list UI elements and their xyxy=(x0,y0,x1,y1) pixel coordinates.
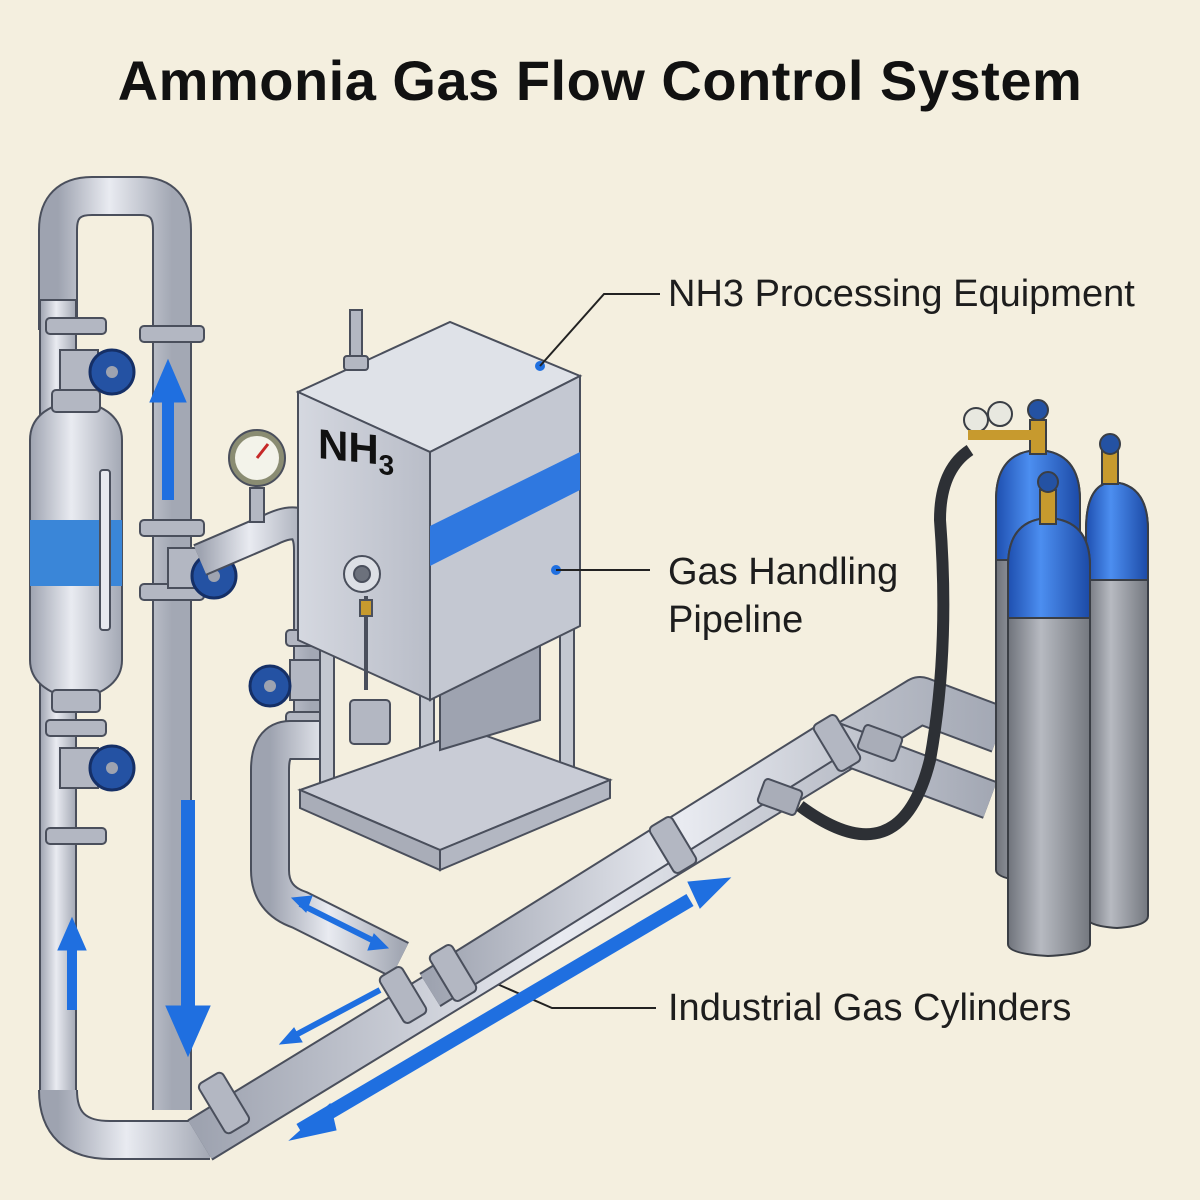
callout-processing: NH3 Processing Equipment xyxy=(668,273,1135,315)
gas-cylinder-icon xyxy=(1085,433,1149,930)
equipment-label: NH3 xyxy=(318,419,395,482)
page-title: Ammonia Gas Flow Control System xyxy=(117,49,1083,112)
lower-manifold-pipe xyxy=(187,676,1009,1161)
gate-valve-icon[interactable] xyxy=(248,659,331,708)
nh3-processing-equipment xyxy=(295,309,613,872)
gate-valve-icon[interactable] xyxy=(59,744,136,792)
callout-cylinders: Industrial Gas Cylinders xyxy=(668,987,1072,1029)
gas-cylinder-icon xyxy=(1007,471,1091,958)
callout-pipeline-line2: Pipeline xyxy=(668,599,804,641)
pressure-gauge-icon xyxy=(963,401,1038,440)
callout-pipeline-line1: Gas Handling xyxy=(668,551,899,593)
pressure-gauge-icon xyxy=(228,429,286,523)
gate-valve-icon[interactable] xyxy=(59,348,136,396)
separator-vessel xyxy=(29,389,123,713)
flow-arrow-icon xyxy=(57,358,732,1141)
cylinder-hose xyxy=(796,445,974,841)
